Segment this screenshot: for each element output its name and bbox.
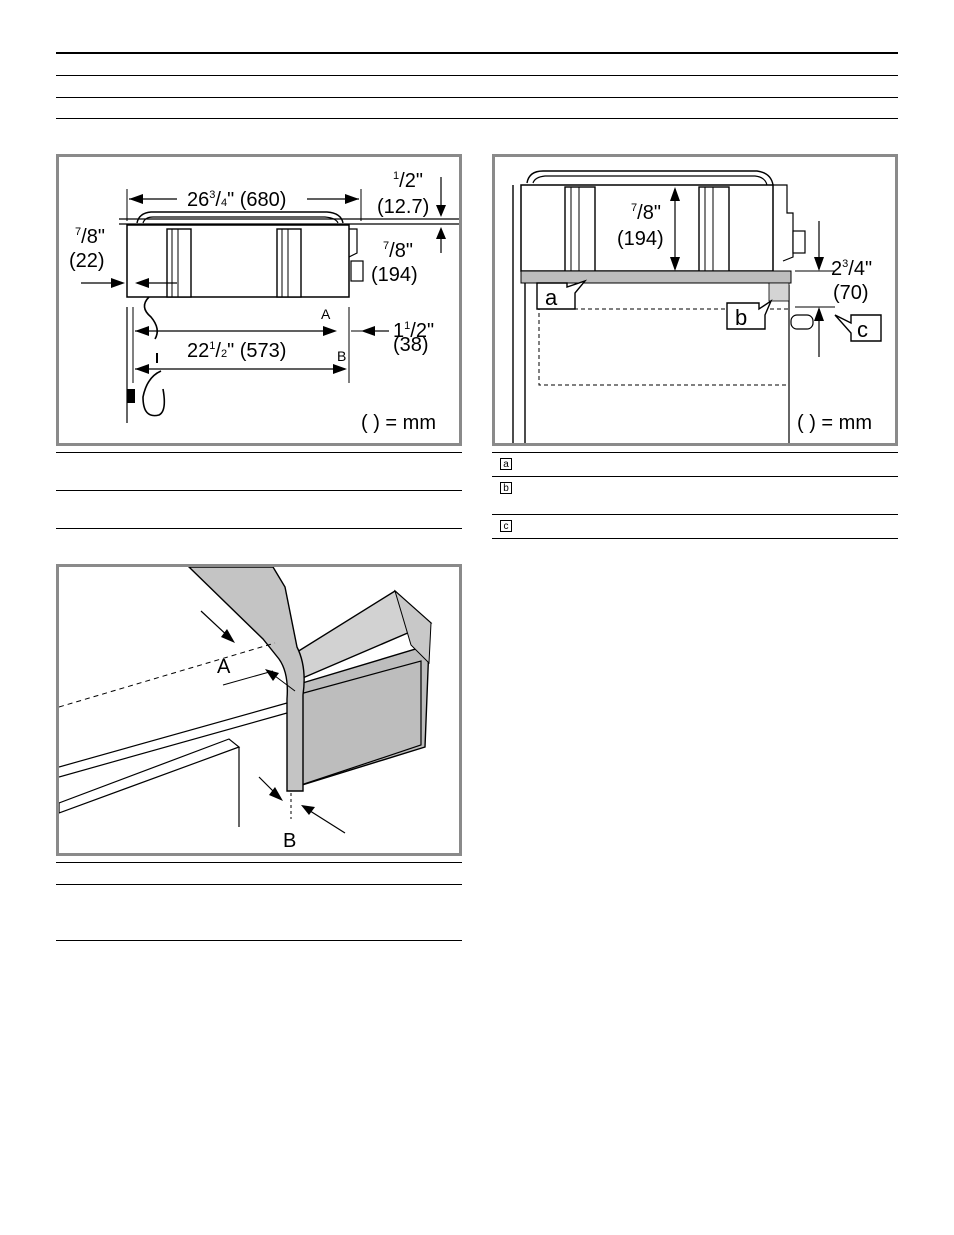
svg-text:263/4" (680): 263/4" (680): [187, 189, 286, 211]
header-rule-top: [56, 52, 898, 54]
side-gap-mm: (38): [393, 334, 429, 356]
legend-key-b: b: [500, 482, 512, 494]
top-gap-num: 1: [393, 170, 399, 182]
header-rule-3: [56, 97, 898, 98]
legend-key-c: c: [500, 520, 512, 532]
table-row-line: [56, 490, 462, 491]
top-gap-den: 2: [405, 170, 416, 192]
left-offset-mm: (22): [69, 250, 105, 272]
svg-text:7/8": 7/8": [75, 226, 105, 248]
height-num: 7: [383, 240, 389, 252]
height-den-right: 8: [643, 202, 654, 224]
depth-den: 4: [854, 258, 865, 280]
overall-width-mm: " (680): [227, 189, 286, 211]
detail-label-b: B: [283, 830, 296, 852]
label-b: B: [337, 348, 346, 364]
inner-width-whole: 22: [187, 340, 209, 362]
top-gap-mm: (12.7): [377, 196, 429, 218]
callout-c: c: [857, 317, 868, 342]
height-mm-right: (194): [617, 228, 664, 250]
table-row-line: [56, 452, 462, 453]
callout-b: b: [735, 305, 747, 330]
legend-key-a: a: [500, 458, 512, 470]
unit-note: ( ) = mm: [361, 412, 436, 434]
overall-width-whole: 26: [187, 189, 209, 211]
legend-row-line: [492, 476, 898, 477]
table-row-line: [56, 862, 462, 863]
legend-row-line: [492, 538, 898, 539]
side-gap-whole: 1: [393, 320, 404, 342]
figure-installation-side-view: 7/8" (194) 23/4" (70) a b c ( ) = mm: [492, 154, 898, 446]
unit-note-right: ( ) = mm: [797, 412, 872, 434]
gap-detail-drawing: A B: [59, 567, 433, 852]
side-gap-den: 2: [416, 320, 427, 342]
cutout-dimensions-drawing: 263/4" (680) 1/2" (12.7) 7/8" (22) 7/8" …: [69, 170, 459, 434]
overall-width-den: 4: [221, 197, 227, 209]
depth-num: 3: [842, 258, 848, 270]
svg-text:7/8": 7/8": [631, 202, 661, 224]
svg-text:11/2": 11/2": [393, 320, 434, 342]
inner-width-num: 1: [209, 340, 215, 352]
table-row-line: [56, 528, 462, 529]
header-rule-4: [56, 118, 898, 119]
svg-text:1/2": 1/2": [393, 170, 423, 192]
installation-side-view-drawing: 7/8" (194) 23/4" (70) a b c ( ) = mm: [512, 170, 882, 443]
depth-whole: 2: [831, 258, 842, 280]
inner-width-den: 2: [221, 348, 227, 360]
label-a: A: [321, 306, 331, 322]
overall-width-num: 3: [209, 189, 215, 201]
height-den: 8: [395, 240, 406, 262]
legend-row-line: [492, 452, 898, 453]
svg-text:7/8": 7/8": [383, 240, 413, 262]
detail-label-a: A: [217, 656, 231, 678]
legend-row-line: [492, 514, 898, 515]
svg-text:23/4": 23/4": [831, 258, 872, 280]
side-gap-num: 1: [404, 320, 410, 332]
svg-text:221/2" (573): 221/2" (573): [187, 340, 286, 362]
left-offset-den: 8: [87, 226, 98, 248]
header-rule-2: [56, 75, 898, 76]
table-row-line: [56, 884, 462, 885]
height-mm: (194): [371, 264, 418, 286]
figure-gap-detail: A B: [56, 564, 462, 856]
callout-a: a: [545, 285, 558, 310]
left-offset-num: 7: [75, 226, 81, 238]
depth-mm: (70): [833, 282, 869, 304]
figure-cutout-dimensions: 263/4" (680) 1/2" (12.7) 7/8" (22) 7/8" …: [56, 154, 462, 446]
table-row-line: [56, 940, 462, 941]
inner-width-mm: " (573): [227, 340, 286, 362]
height-num-right: 7: [631, 202, 637, 214]
